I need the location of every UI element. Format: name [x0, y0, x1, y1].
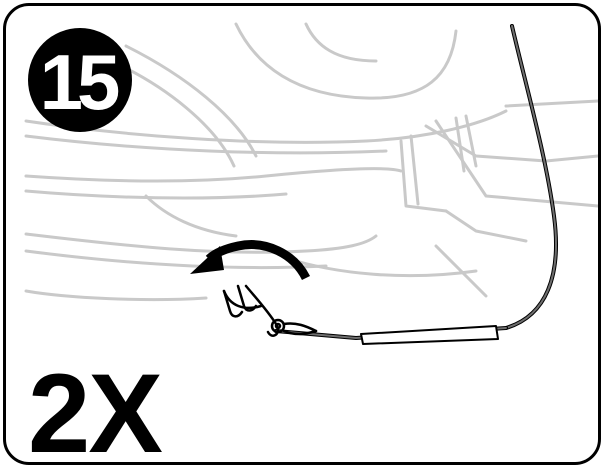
- assembly-illustration: [24, 22, 598, 345]
- step-number-badge: 15: [28, 28, 132, 132]
- step-number: 15: [39, 38, 121, 126]
- part-sketch: [24, 22, 598, 302]
- quantity-label: 2X: [28, 351, 163, 465]
- hook-clip: [222, 284, 318, 337]
- instruction-panel: 15 2X: [3, 3, 601, 465]
- curved-arrow-left-icon: [190, 240, 311, 281]
